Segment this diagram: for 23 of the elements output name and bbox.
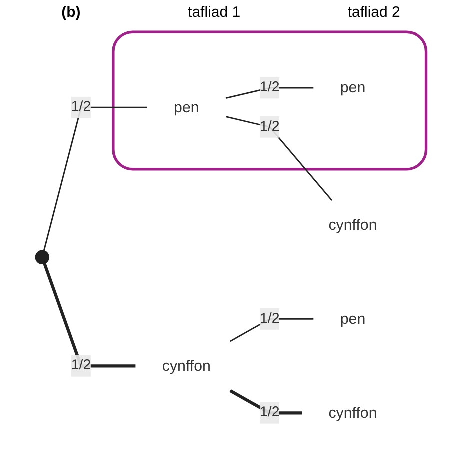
- node-text: pen: [340, 79, 366, 96]
- node-text: cynffon: [328, 216, 378, 234]
- cluster: [112, 30, 428, 171]
- edge-label: 1/2: [71, 100, 92, 115]
- connector: [230, 390, 302, 415]
- connector: [43, 263, 136, 368]
- node-point: [35, 250, 50, 265]
- edge-label: 1/2: [71, 358, 92, 374]
- column-heading: tafliad 1: [188, 4, 241, 21]
- connector: [226, 87, 314, 100]
- connector: [226, 116, 333, 201]
- node-text: pen: [340, 310, 366, 328]
- edge-label: 1/2: [260, 405, 280, 420]
- node-text: cynffon: [328, 404, 378, 422]
- node-text: cynffon: [162, 358, 211, 374]
- connector: [43, 106, 148, 252]
- panel-label: (b): [62, 4, 81, 21]
- node-text: pen: [174, 98, 200, 116]
- edge-label: 1/2: [260, 119, 280, 134]
- edge-label: 1/2: [260, 311, 280, 326]
- connector: [230, 318, 314, 342]
- edge-label: 1/2: [260, 80, 280, 96]
- column-heading: tafliad 2: [348, 4, 400, 21]
